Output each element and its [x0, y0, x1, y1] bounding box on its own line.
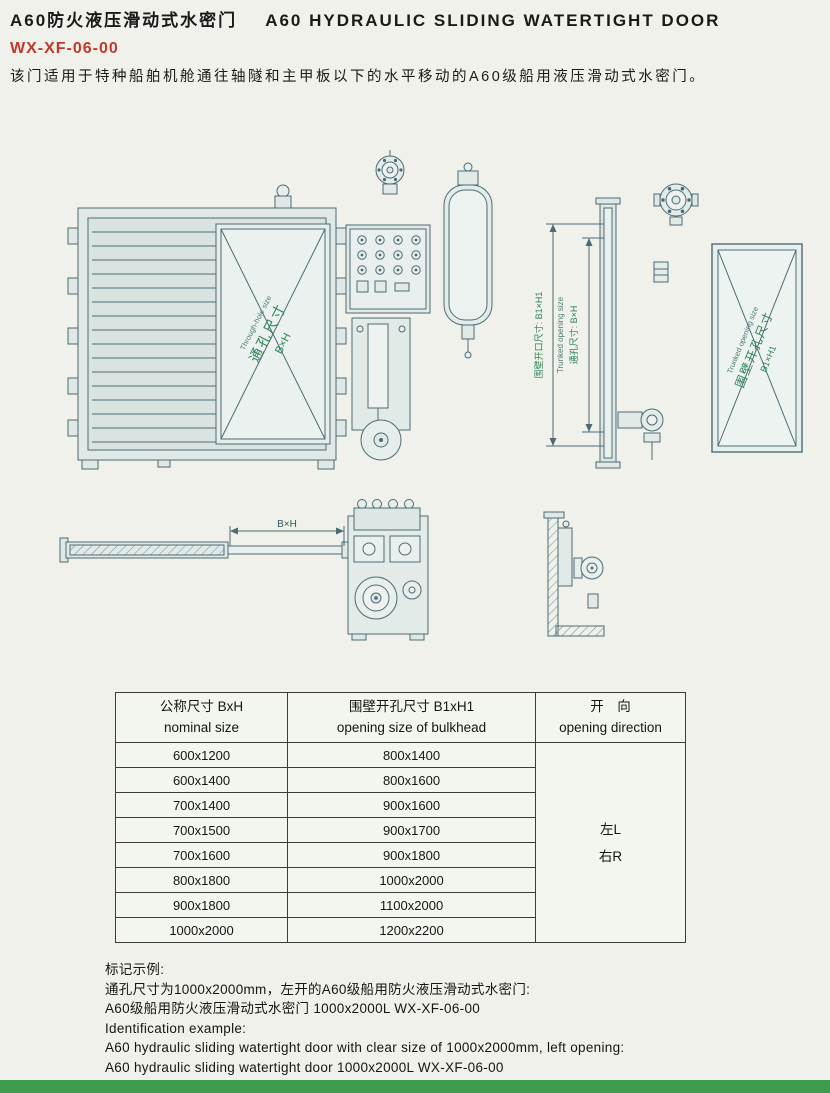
opening-size-cell: 1000x2000	[287, 867, 536, 893]
valve-top-view	[375, 150, 405, 195]
opening-size-cell: 900x1800	[287, 842, 536, 868]
header-nominal-size-en: nominal size	[163, 719, 240, 735]
direction-right: 右R	[598, 848, 623, 864]
table-row: 1000x2000 1200x2200	[115, 917, 686, 943]
example-line-en-1: A60 hydraulic sliding watertight door wi…	[105, 1040, 625, 1055]
plan-view: B×H	[59, 519, 349, 563]
bulkhead-section-view: 围壁开口尺寸: B1×H1 Trunked opening size 通孔尺寸:…	[533, 197, 669, 469]
opening-size-cell: 900x1700	[287, 817, 536, 843]
door-front-view	[67, 184, 347, 470]
header-nominal-size: 公称尺寸 BxH nominal size	[115, 692, 288, 743]
nominal-size-cell: 700x1400	[115, 792, 288, 818]
header-opening-direction-cn: 开 向	[590, 699, 631, 715]
trunked-opening-dim-label-cn: 围壁开口尺寸: B1×H1	[533, 292, 544, 379]
control-panel-view	[345, 224, 431, 314]
trunked-opening-dim-label-en: Trunked opening size	[556, 296, 565, 373]
table-row: 700x1500 900x1700	[115, 817, 686, 843]
nominal-size-cell: 800x1800	[115, 867, 288, 893]
table-row: 600x1200 800x1400 左L 右R	[115, 742, 686, 943]
header-opening-direction-en: opening direction	[559, 719, 662, 735]
header-opening-size: 围壁开孔尺寸 B1xH1 opening size of bulkhead	[287, 692, 536, 743]
nominal-size-cell: 900x1800	[115, 892, 288, 918]
opening-size-cell: 900x1600	[287, 792, 536, 818]
title-row: A60防火液压滑动式水密门 A60 HYDRAULIC SLIDING WATE…	[10, 6, 822, 31]
header-nominal-size-cn: 公称尺寸 BxH	[159, 699, 244, 715]
header-opening-size-en: opening size of bulkhead	[336, 719, 487, 735]
opening-size-cell: 800x1600	[287, 767, 536, 793]
power-unit-view	[347, 499, 429, 641]
opening-size-cell: 1200x2200	[287, 917, 536, 943]
direction-left: 左L	[599, 821, 621, 837]
table-row: 800x1800 1000x2000	[115, 867, 686, 893]
page-title-cn: A60防火液压滑动式水密门	[10, 11, 238, 30]
drive-unit-top-view	[653, 183, 699, 226]
nominal-size-cell: 1000x2000	[115, 917, 288, 943]
table-row: 700x1600 900x1800	[115, 842, 686, 868]
table-row: 900x1800 1100x2000	[115, 892, 686, 918]
opening-size-cell: 1100x2000	[287, 892, 536, 918]
technical-drawings: Through-hole size 通孔尺寸 B×H	[59, 150, 803, 641]
table-header-row: 公称尺寸 BxH nominal size 围壁开孔尺寸 B1xH1 openi…	[115, 692, 686, 743]
bottom-accent-bar	[0, 1080, 830, 1093]
nominal-size-cell: 600x1200	[115, 742, 288, 768]
nominal-size-cell: 700x1600	[115, 842, 288, 868]
header-opening-size-cn: 围壁开孔尺寸 B1xH1	[348, 699, 475, 715]
size-table: 公称尺寸 BxH nominal size 围壁开孔尺寸 B1xH1 openi…	[115, 692, 686, 943]
opening-size-cell: 800x1400	[287, 742, 536, 768]
page-title-en: A60 HYDRAULIC SLIDING WATERTIGHT DOOR	[265, 11, 721, 30]
example-line-cn-2: A60级船用防火液压滑动式水密门 1000x2000L WX-XF-06-00	[105, 1001, 481, 1016]
table-row: 700x1400 900x1600	[115, 792, 686, 818]
trunked-opening-panel: Trunked opening size 围壁开孔尺寸 B1×H1	[711, 243, 803, 453]
example-heading-cn: 标记示例:	[105, 962, 165, 977]
nominal-size-cell: 600x1400	[115, 767, 288, 793]
opening-direction-cell: 左L 右R	[535, 742, 686, 943]
through-hole-dim-label-cn: 通孔尺寸: B×H	[568, 306, 579, 365]
example-heading-en: Identification example:	[105, 1020, 247, 1036]
plan-dim-label: B×H	[277, 519, 297, 530]
table-row: 600x1400 800x1600	[115, 767, 686, 793]
nominal-size-cell: 700x1500	[115, 817, 288, 843]
section-detail-view	[543, 511, 605, 637]
page-header: A60防火液压滑动式水密门 A60 HYDRAULIC SLIDING WATE…	[10, 6, 822, 86]
page-description: 该门适用于特种船舶机舱通往轴隧和主甲板以下的水平移动的A60级船用液压滑动式水密…	[10, 69, 707, 85]
model-number: WX-XF-06-00	[10, 40, 119, 57]
example-line-en-2: A60 hydraulic sliding watertight door 10…	[105, 1059, 504, 1075]
accumulator-view	[443, 162, 493, 359]
identification-example: 标记示例: 通孔尺寸为1000x2000mm，左开的A60级船用防火液压滑动式水…	[105, 960, 624, 1077]
example-line-cn-1: 通孔尺寸为1000x2000mm，左开的A60级船用防火液压滑动式水密门:	[105, 981, 531, 997]
hydraulic-cylinder-view	[351, 317, 411, 461]
header-opening-direction: 开 向 opening direction	[535, 692, 686, 743]
